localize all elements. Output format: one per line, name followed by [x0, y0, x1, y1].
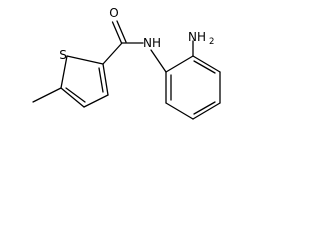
thiophene-c5-c4-bond — [60, 87, 85, 108]
benzene-c1-c2-bond — [165, 55, 194, 73]
benzene-c4-c5-bond — [192, 102, 221, 120]
amine-n-label: NH — [188, 30, 206, 44]
structure-diagram: O NH S NH 2 — [0, 0, 250, 150]
thiophene-c3-c2-inner — [98, 67, 104, 93]
carbonyl-double-bond-a — [111, 21, 123, 44]
n-phenyl-bond — [150, 49, 167, 73]
carbonyl-thiophene-bond — [102, 42, 123, 65]
thiophene-c2-s-bond — [66, 55, 104, 65]
oxygen-label: O — [109, 6, 118, 20]
molecule-svg: O NH S NH 2 — [32, 6, 221, 120]
benzene-c2-c3-bond — [192, 55, 221, 73]
thiophene-c3-c2-bond — [102, 63, 109, 96]
thiophene-c5-c4-inner — [65, 87, 86, 103]
carbonyl-double-bond-b — [116, 20, 127, 43]
thiophene-s-c5-bond — [60, 55, 68, 89]
benzene-c4-c5-inner — [193, 101, 216, 115]
benzene-c2-c3-inner — [193, 60, 216, 74]
amine-subscript-label: 2 — [209, 37, 214, 47]
sulfur-label: S — [59, 48, 67, 62]
thiophene-c4-c3-bond — [83, 94, 109, 108]
amide-nh-label: NH — [143, 36, 161, 50]
methyl-bond — [32, 87, 62, 103]
benzene-c5-c6-bond — [165, 102, 194, 120]
